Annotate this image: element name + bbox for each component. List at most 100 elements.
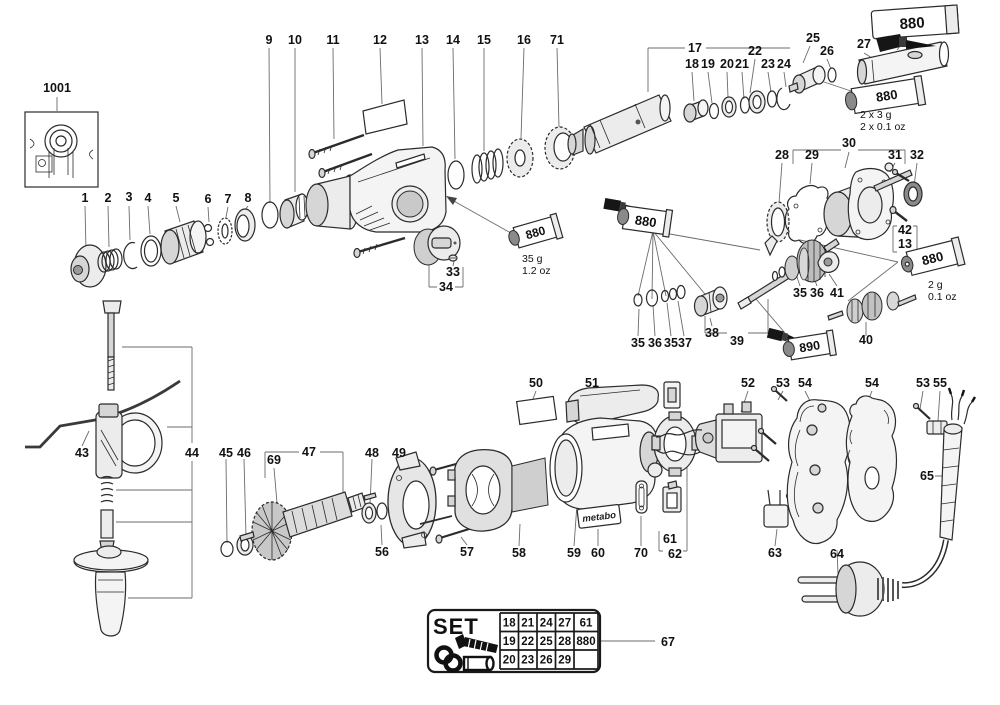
- set-table-cell: 23: [521, 655, 534, 667]
- ring-24: [776, 87, 791, 111]
- part-number-label: 44: [185, 446, 199, 460]
- grease-weight: 2 x 3 g: [860, 109, 892, 121]
- depth-rod-43: [25, 379, 181, 449]
- part-number-label: 24: [777, 57, 791, 71]
- armature-fan-69: [239, 501, 293, 561]
- armature-47: [282, 491, 377, 538]
- screw-31: [891, 168, 910, 183]
- gasket-29: [784, 185, 831, 245]
- part-number-label: 8: [245, 191, 252, 205]
- set-table-cell: 22: [521, 636, 534, 648]
- grease-tube-label: 880: [875, 87, 899, 105]
- part-number-label: 28: [775, 148, 789, 162]
- capacitor-63: [763, 489, 789, 528]
- part-number-label: 45: [219, 446, 233, 460]
- screw-42: [889, 205, 908, 222]
- part-number-label: 53: [776, 376, 790, 390]
- part-number-label: 59: [567, 546, 581, 560]
- circlip: [123, 241, 138, 270]
- part-number-label: 30: [842, 136, 856, 150]
- part-number-label: 23: [761, 57, 775, 71]
- set-box-title: SET: [433, 614, 479, 639]
- handle-shell-right-54: [845, 395, 898, 522]
- pointer-arrowhead: [446, 196, 457, 205]
- handle-spring: [100, 475, 114, 503]
- handle-grip: [94, 571, 127, 637]
- part-number-label: 11: [326, 33, 339, 47]
- part-number-label: 43: [75, 446, 89, 460]
- part-number-label: 12: [373, 33, 387, 47]
- part-number-label: 5: [173, 191, 180, 205]
- clamp-bolt: [102, 300, 122, 391]
- part-number-label: 18: [685, 57, 699, 71]
- part-number-label: 17: [688, 41, 702, 55]
- set-table-cell: 28: [558, 636, 571, 648]
- part-number-label: 34: [439, 280, 453, 294]
- field-coil-58: [419, 448, 549, 532]
- washer-4: [140, 235, 162, 267]
- set-table-cell: 29: [558, 655, 571, 667]
- brand-label-60: metabo: [576, 504, 622, 529]
- motor-housing-59: [549, 417, 663, 510]
- clutch-disc-41: [817, 251, 840, 273]
- change-knob-33-34: [413, 225, 461, 266]
- chuck-spring: [97, 248, 123, 273]
- power-plug-64: [797, 561, 899, 617]
- cable-clamp-55: [926, 420, 948, 435]
- part-number-label: 21: [735, 57, 749, 71]
- part-number-label: 69: [267, 453, 281, 467]
- grease-weight: 1.2 oz: [522, 265, 551, 277]
- seal-ring-32: [903, 181, 923, 207]
- part-number-label: 58: [512, 546, 526, 560]
- striker-38: [693, 286, 728, 317]
- part-number-label: 19: [701, 57, 715, 71]
- set-table-cell: 18: [503, 618, 516, 630]
- ratchet-disc-16: [506, 138, 534, 178]
- part-number-label: 41: [830, 286, 844, 300]
- grease-tube-label: 880: [920, 248, 945, 268]
- part-number-label: 35: [664, 336, 678, 350]
- part-number-label: 32: [910, 148, 924, 162]
- switch-52: [651, 401, 763, 463]
- support-ring: [234, 208, 256, 242]
- spindle-39: [737, 235, 840, 310]
- brand-label-text: metabo: [582, 510, 617, 525]
- part-number-label: 1001: [43, 81, 71, 95]
- handle-shell-left-54: [786, 399, 851, 545]
- o-ring-21: [739, 96, 751, 114]
- housing-screws: [308, 133, 406, 259]
- part-number-label: 36: [810, 286, 824, 300]
- part-number-label: 42: [898, 223, 912, 237]
- set-table-grid: [499, 612, 599, 670]
- part-number-label: 71: [550, 33, 564, 47]
- set-table-cell: 24: [540, 618, 553, 630]
- bearing-shield-49: [387, 451, 437, 549]
- part-number-label: 35: [631, 336, 645, 350]
- part-number-label: 55: [933, 376, 947, 390]
- part-number-label: 7: [225, 192, 232, 206]
- reference-box-1001: [24, 111, 99, 188]
- grease-tube-2g: 880: [901, 236, 966, 277]
- part-number-label: 63: [768, 546, 782, 560]
- part-number-label: 65: [920, 469, 934, 483]
- handle-flange: [73, 540, 149, 573]
- part-number-label: 70: [634, 546, 648, 560]
- part-number-label: 35: [793, 286, 807, 300]
- handle-clamp-44: [95, 403, 163, 479]
- set-table-cell: 25: [540, 636, 553, 648]
- part-number-label: 47: [302, 445, 316, 459]
- o-ring-56: [376, 502, 388, 520]
- part-number-label: 56: [375, 545, 389, 559]
- part-number-label: 25: [806, 31, 820, 45]
- intermediate-shaft-40: [827, 291, 917, 324]
- set-table-cell: 880: [576, 636, 595, 648]
- grease-tube-label: 880: [634, 212, 658, 230]
- grease-tube-label: 890: [798, 338, 821, 355]
- set-orings-icon: [434, 645, 463, 673]
- set-table-cell: 26: [540, 655, 553, 667]
- grease-tube-890: 890: [782, 329, 837, 361]
- part-number-label: 10: [288, 33, 302, 47]
- set-table-cell: 61: [580, 618, 593, 630]
